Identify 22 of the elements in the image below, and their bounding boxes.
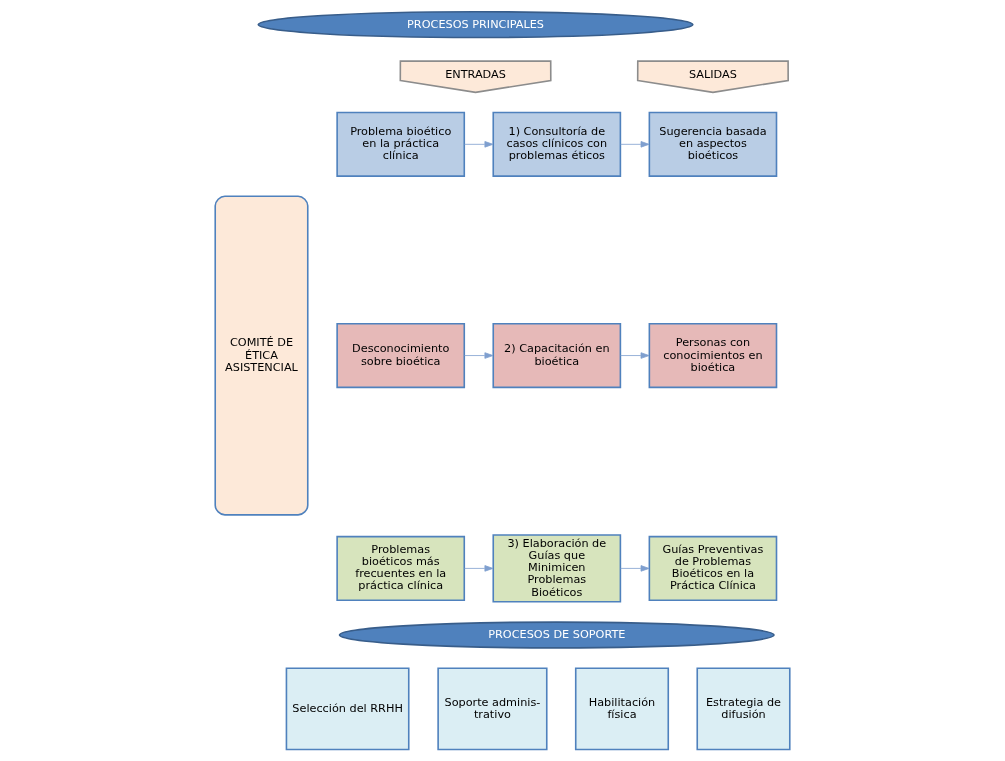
node-box: Habilitación física	[574, 667, 670, 751]
node-box: Sugerencia basada en aspectos bioéticos	[648, 111, 778, 177]
node-ellipse: PROCESOS PRINCIPALES	[257, 10, 694, 39]
node-box: Problema bioético en la práctica clínica	[336, 111, 466, 177]
arrow	[464, 141, 494, 148]
node-box: Desconocimiento sobre bioética	[336, 322, 466, 389]
node-box: Selección del RRHH	[285, 667, 410, 751]
node-box: Guías Preventivas de Problemas Bioéticos en la Práctica Clínica	[648, 535, 778, 601]
node-box: 2) Capacitación en bioética	[492, 322, 622, 389]
node-box: 3) Elaboración de Guías que Minimicen Problemas Bioéticos	[492, 534, 622, 603]
node-box: Problemas bioéticos más frecuentes en la práctica clínica	[336, 535, 466, 601]
node-box: Soporte adminis- trativo	[437, 667, 548, 751]
arrow	[620, 141, 650, 148]
arrow	[620, 352, 650, 359]
node-box: COMITÉ DE ÉTICA ASISTENCIAL	[214, 195, 309, 516]
node-ellipse: PROCESOS DE SOPORTE	[338, 621, 775, 649]
arrow	[464, 565, 494, 572]
arrow	[620, 565, 650, 572]
node-box: Personas con conocimientos en bioética	[648, 322, 778, 389]
arrow	[464, 352, 494, 359]
node-box: Estrategia de difusión	[696, 667, 791, 751]
node-box: 1) Consultoría de casos clínicos con problemas éticos	[492, 111, 622, 177]
